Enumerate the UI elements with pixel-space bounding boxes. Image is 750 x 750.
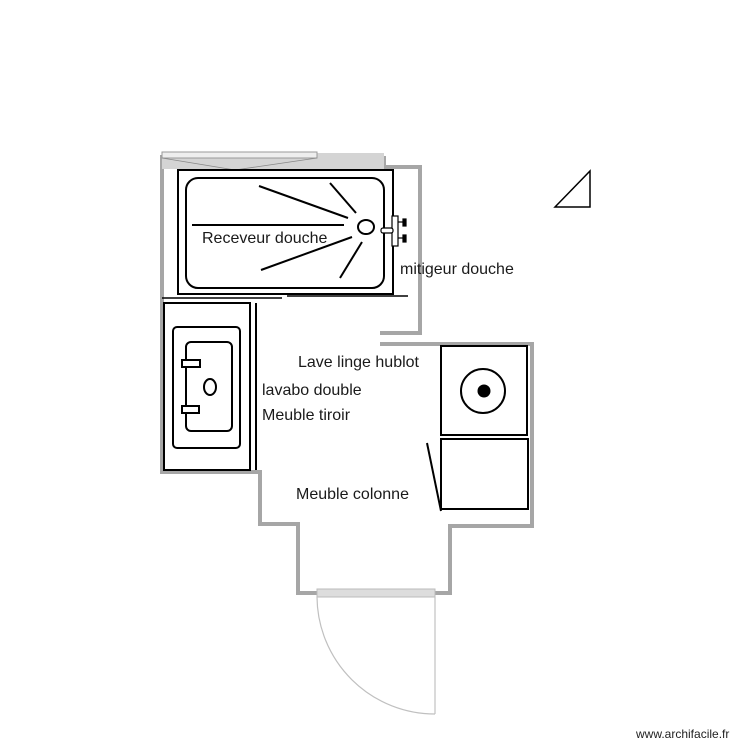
watermark: www.archifacile.fr (636, 727, 730, 741)
triangle-symbol-icon (553, 169, 591, 208)
shower-mixer (380, 215, 407, 247)
window-top (161, 151, 384, 171)
label-washing-machine: Lave linge hublot (298, 354, 419, 371)
label-shower-mixer: mitigeur douche (400, 261, 514, 278)
wall-right (380, 342, 534, 595)
wall-left-upper (160, 155, 318, 595)
label-double-sink: lavabo double (262, 382, 362, 399)
wall-top-right (318, 156, 422, 335)
vanity-cabinet (163, 302, 257, 471)
label-column-cabinet: Meuble colonne (296, 486, 409, 503)
walls (160, 155, 534, 595)
door (316, 588, 436, 715)
column-cabinet (426, 438, 529, 512)
label-drawer-cabinet: Meuble tiroir (262, 407, 351, 424)
washing-machine (440, 345, 528, 436)
label-shower-tray: Receveur douche (202, 230, 328, 247)
